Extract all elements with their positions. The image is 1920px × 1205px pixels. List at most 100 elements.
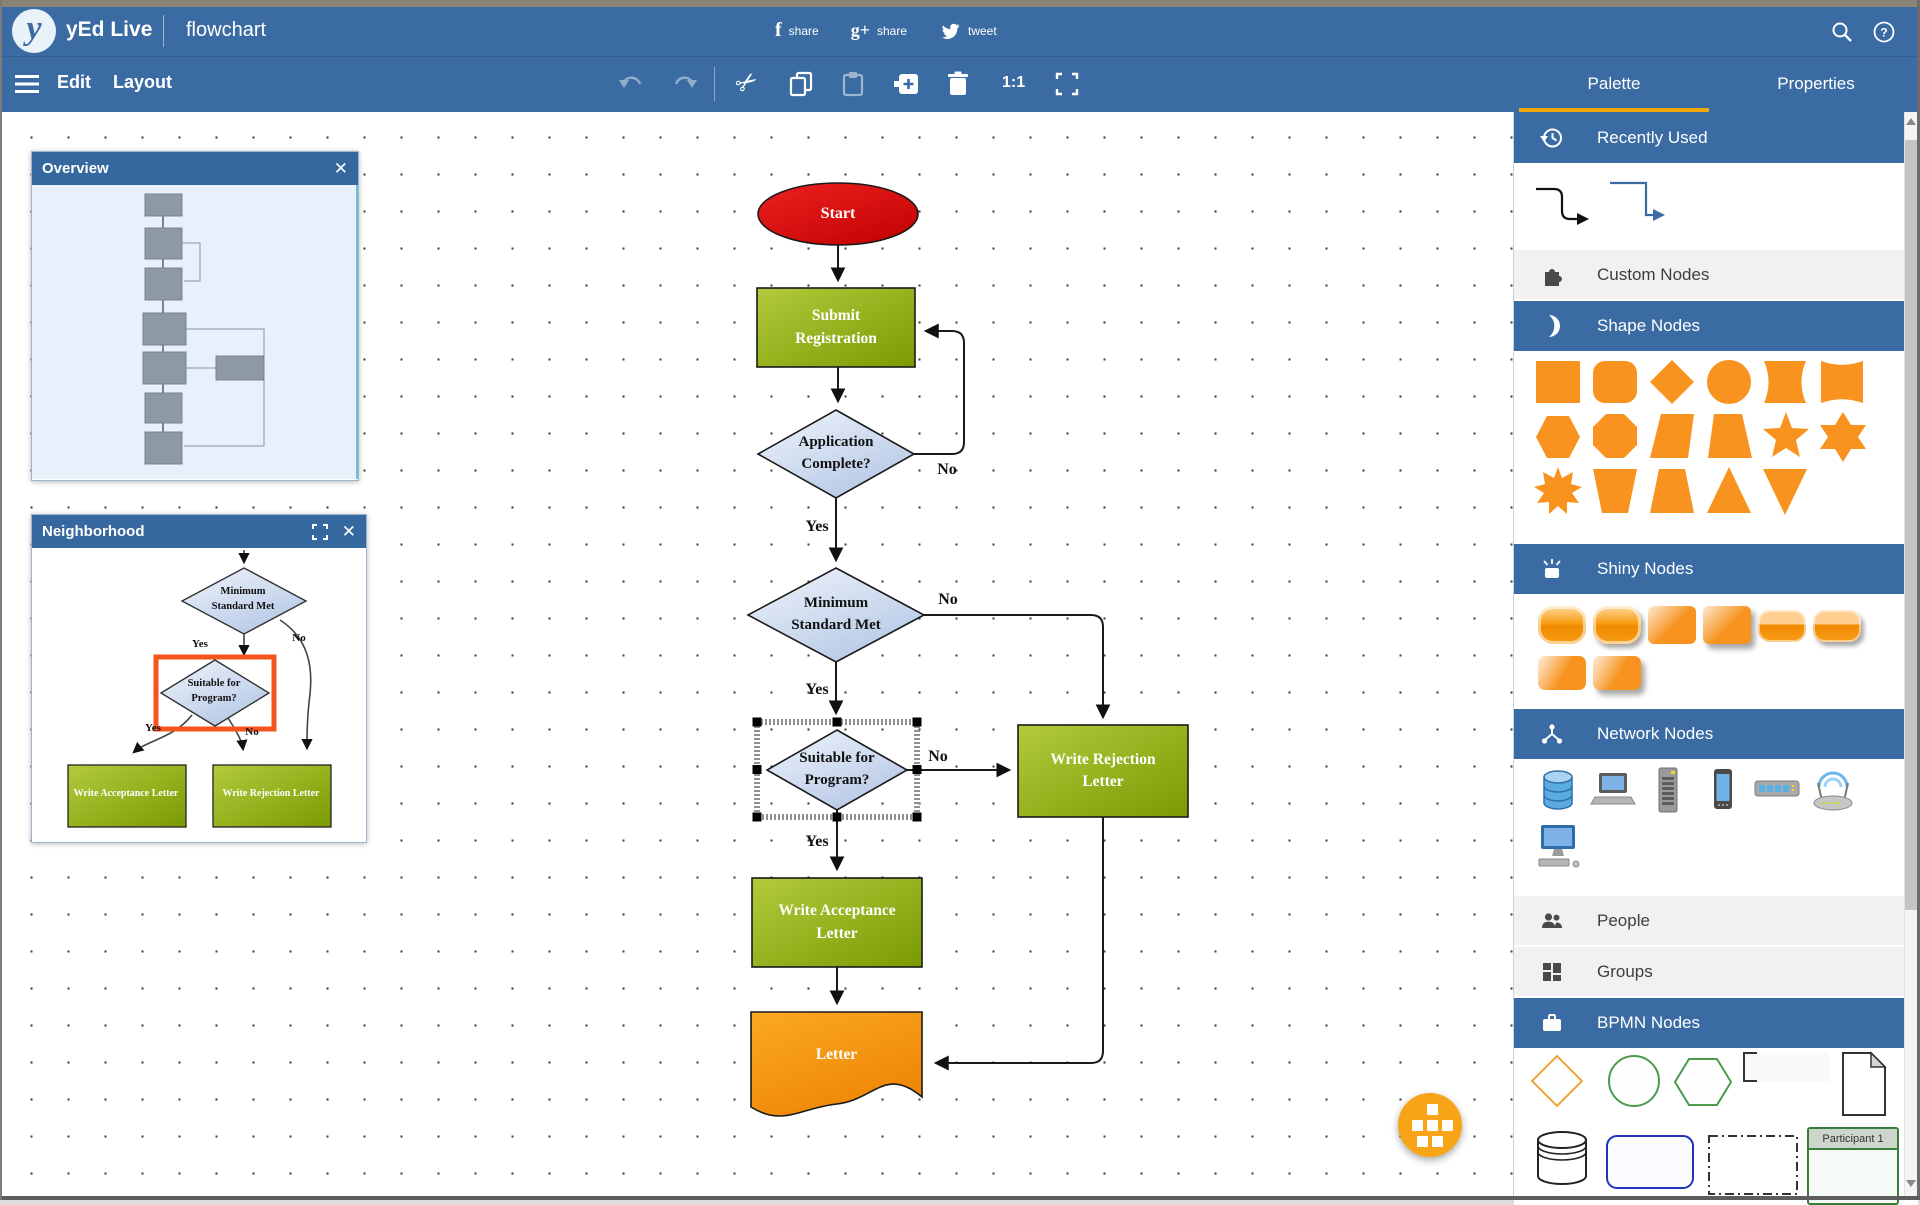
fit-content-icon[interactable] (1055, 72, 1079, 96)
recently-used-body (1514, 163, 1918, 250)
switch-node[interactable] (1752, 773, 1804, 809)
history-icon (1540, 128, 1562, 147)
shiny-node[interactable] (1538, 606, 1586, 644)
node-minimum-standard-met[interactable] (746, 567, 926, 663)
overview-panel-header[interactable]: Overview ✕ (32, 152, 358, 185)
title-divider (163, 15, 164, 47)
node-start[interactable] (757, 182, 919, 246)
wireless-router-node[interactable] (1806, 761, 1860, 815)
database-node[interactable] (1534, 767, 1582, 815)
hamburger-menu-icon[interactable] (14, 73, 40, 95)
cut-icon[interactable]: ✂ (729, 63, 765, 101)
server-node[interactable] (1644, 765, 1692, 815)
paste-icon[interactable] (840, 70, 866, 98)
palette-section-groups[interactable]: Groups (1514, 947, 1918, 998)
menu-edit[interactable]: Edit (57, 72, 91, 92)
gplus-share-button[interactable]: g+ share (851, 19, 907, 42)
tab-palette-label: Palette (1587, 74, 1641, 93)
scroll-down-icon[interactable] (1906, 1180, 1916, 1187)
workstation-node[interactable] (1534, 821, 1586, 875)
window-frame-right (1917, 0, 1920, 1200)
palette-section-recently-used[interactable]: Recently Used (1514, 112, 1918, 163)
side-tabs: Palette Properties (1513, 56, 1917, 112)
bpmn-event-node[interactable] (1606, 1053, 1662, 1109)
scroll-up-icon[interactable] (1906, 118, 1916, 125)
tab-palette[interactable]: Palette (1513, 56, 1715, 112)
close-icon[interactable]: ✕ (341, 521, 356, 541)
flow-edges[interactable] (828, 245, 1111, 1071)
expand-icon[interactable] (311, 523, 328, 540)
shiny-node[interactable] (1703, 606, 1751, 644)
selection-handles[interactable] (752, 717, 922, 822)
undo-icon[interactable] (618, 72, 644, 96)
smartphone-node[interactable] (1699, 765, 1747, 815)
copy-icon[interactable] (788, 71, 814, 97)
yed-logo[interactable]: y (12, 9, 56, 53)
recent-edge-blue[interactable] (1606, 175, 1670, 235)
palette-section-shiny-nodes[interactable]: Shiny Nodes (1514, 544, 1918, 594)
app-name: yEd Live (66, 18, 153, 41)
window-frame-left (0, 0, 2, 1200)
shiny-node[interactable] (1758, 610, 1806, 642)
node-letter[interactable] (750, 1011, 923, 1117)
section-label: Shape Nodes (1597, 316, 1701, 335)
close-icon[interactable]: ✕ (333, 158, 348, 178)
palette-scrollbar-thumb[interactable] (1905, 140, 1917, 910)
node-submit-registration[interactable] (756, 287, 916, 368)
neighborhood-node-minimum-standard[interactable] (180, 567, 308, 635)
neighborhood-node-suitable[interactable] (159, 659, 271, 727)
recent-edge-black[interactable] (1532, 175, 1594, 235)
bpmn-gateway-node[interactable] (1529, 1053, 1585, 1109)
palette-section-shape-nodes[interactable]: Shape Nodes (1514, 301, 1918, 351)
neighborhood-node-acceptance[interactable] (67, 764, 187, 828)
facebook-share-button[interactable]: f share (775, 19, 819, 42)
palette-section-people[interactable]: People (1514, 896, 1918, 947)
search-icon[interactable] (1830, 20, 1854, 44)
zoom-1-1-button[interactable]: 1:1 (1002, 74, 1026, 91)
shiny-node[interactable] (1813, 610, 1861, 642)
bpmn-task-node[interactable] (1604, 1133, 1696, 1191)
delete-icon[interactable] (946, 70, 970, 98)
palette-section-custom-nodes[interactable]: Custom Nodes (1514, 250, 1918, 301)
help-icon[interactable]: ? (1872, 20, 1896, 44)
redo-icon[interactable] (672, 72, 698, 96)
shape-nodes-body (1514, 351, 1918, 544)
bpmn-pool-node[interactable]: Participant 1 (1807, 1127, 1899, 1205)
overview-minimap[interactable] (32, 185, 358, 479)
section-label: Network Nodes (1597, 724, 1714, 743)
bpmn-conversation-node[interactable] (1672, 1057, 1734, 1107)
gplus-icon: g+ (850, 20, 870, 40)
crescent-moon-icon (1549, 315, 1560, 337)
neighborhood-node-rejection[interactable] (212, 764, 332, 828)
neighborhood-view[interactable] (32, 548, 364, 841)
palette-section-bpmn-nodes[interactable]: BPMN Nodes (1514, 998, 1918, 1048)
shiny-node[interactable] (1538, 656, 1586, 690)
puzzle-icon (1545, 268, 1562, 286)
layout-fab-button[interactable] (1398, 1093, 1462, 1157)
bpmn-annotation-node[interactable] (1739, 1050, 1831, 1086)
palette-section-network-nodes[interactable]: Network Nodes (1514, 709, 1918, 759)
node-write-acceptance-letter[interactable] (751, 877, 923, 968)
shiny-node[interactable] (1593, 606, 1641, 644)
bpmn-group-node[interactable] (1706, 1133, 1800, 1197)
window-frame-top (0, 0, 1920, 7)
add-node-icon[interactable] (892, 71, 920, 97)
document-title[interactable]: flowchart (186, 19, 267, 41)
shiny-node[interactable] (1593, 656, 1641, 690)
tab-properties[interactable]: Properties (1715, 56, 1917, 112)
twitter-icon (941, 23, 960, 39)
shape-nodes-grid[interactable] (1530, 359, 1902, 531)
overview-title: Overview (42, 160, 109, 177)
toolbar-divider (714, 67, 715, 101)
bpmn-data-store-node[interactable] (1532, 1128, 1592, 1188)
top-bar: y yEd Live flowchart f share g+ share tw… (0, 7, 1920, 56)
tweet-button[interactable]: tweet (939, 19, 997, 42)
shiny-node[interactable] (1648, 606, 1696, 644)
node-application-complete[interactable] (756, 409, 916, 499)
neighborhood-panel-header[interactable]: Neighborhood ✕ (32, 515, 366, 548)
laptop-node[interactable] (1589, 767, 1637, 815)
node-suitable-for-program[interactable] (765, 729, 909, 811)
node-write-rejection-letter[interactable] (1017, 724, 1189, 818)
bpmn-data-object-node[interactable] (1839, 1051, 1889, 1117)
menu-layout[interactable]: Layout (113, 72, 173, 92)
